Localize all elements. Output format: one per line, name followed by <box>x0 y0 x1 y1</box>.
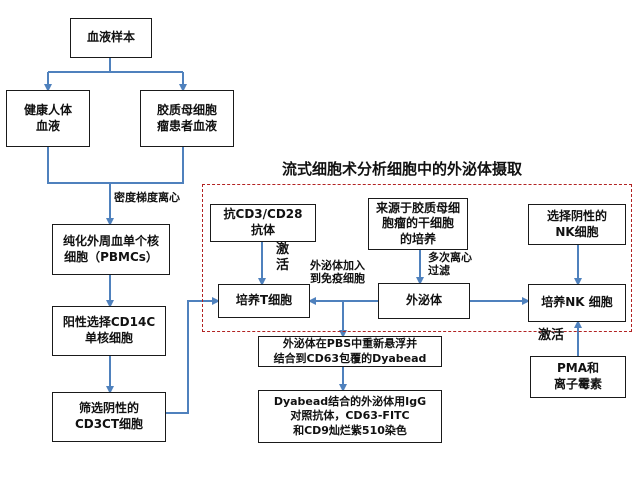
arrow-cd3-to-culture-t <box>166 297 220 414</box>
healthy-blood-label: 健康人体 血液 <box>23 102 72 133</box>
activate-nk-label: 激活 <box>538 328 565 343</box>
culture-nk-cell-label: 培养NK 细胞 <box>541 295 613 310</box>
resuspend-dyabead-label: 外泌体在PBS中重新悬浮并 结合到CD63包覆的Dyabead <box>273 337 427 365</box>
culture-nk-cell-box: 培养NK 细胞 <box>528 284 626 322</box>
exosome-label: 外泌体 <box>405 293 442 308</box>
glioma-stem-cell-box: 来源于胶质母细 胞瘤的干细胞 的培养 <box>368 198 468 250</box>
exosome-added-label: 外泌体加入 到免疫细胞 <box>310 259 365 286</box>
nk-selection-box: 选择阴性的 NK细胞 <box>528 204 626 245</box>
centrifuge-filter-label: 多次离心 过滤 <box>428 251 472 278</box>
glioma-patient-blood-box: 胶质母细胞 瘤患者血液 <box>140 90 234 147</box>
region-title: 流式细胞术分析细胞中的外泌体摄取 <box>282 160 523 178</box>
nk-selection-label: 选择阴性的 NK细胞 <box>546 208 607 239</box>
pbmc-box: 纯化外周血单个核 细胞（PBMCs） <box>52 224 170 275</box>
arrow-healthy-down <box>47 147 110 184</box>
resuspend-dyabead-box: 外泌体在PBS中重新悬浮并 结合到CD63包覆的Dyabead <box>258 336 442 367</box>
staining-box: Dyabead结合的外泌体用IgG 对照抗体，CD63-FITC 和CD9灿烂紫… <box>258 390 442 443</box>
pma-ionomycin-label: PMA和 离子霉素 <box>553 361 602 391</box>
exosome-box: 外泌体 <box>378 283 470 319</box>
cd3-t-cell-box: 筛选阴性的 CD3CT细胞 <box>52 392 166 442</box>
pbmc-label: 纯化外周血单个核 细胞（PBMCs） <box>62 233 159 264</box>
glioma-stem-cell-label: 来源于胶质母细 胞瘤的干细胞 的培养 <box>375 200 460 246</box>
pma-ionomycin-box: PMA和 离子霉素 <box>530 356 626 398</box>
arrow-glioma-down <box>110 147 184 184</box>
glioma-patient-blood-label: 胶质母细胞 瘤患者血液 <box>156 102 217 133</box>
anti-cd3-cd28-box: 抗CD3/CD28 抗体 <box>210 204 316 242</box>
culture-t-cell-label: 培养T细胞 <box>235 293 293 308</box>
culture-t-cell-box: 培养T细胞 <box>218 284 310 318</box>
density-gradient-label: 密度梯度离心 <box>114 191 180 204</box>
healthy-blood-box: 健康人体 血液 <box>6 90 90 147</box>
staining-label: Dyabead结合的外泌体用IgG 对照抗体，CD63-FITC 和CD9灿烂紫… <box>273 395 427 437</box>
activate-t-label: 激 活 <box>276 242 290 273</box>
blood-sample-box: 血液样本 <box>70 18 152 58</box>
cd14-selection-label: 阳性选择CD14C 单核细胞 <box>62 315 156 345</box>
anti-cd3-cd28-label: 抗CD3/CD28 抗体 <box>223 207 303 237</box>
blood-sample-label: 血液样本 <box>86 30 135 45</box>
cd3-t-cell-label: 筛选阴性的 CD3CT细胞 <box>74 401 144 431</box>
cd14-selection-box: 阳性选择CD14C 单核细胞 <box>52 306 166 356</box>
uptake-analysis-region <box>202 184 632 332</box>
